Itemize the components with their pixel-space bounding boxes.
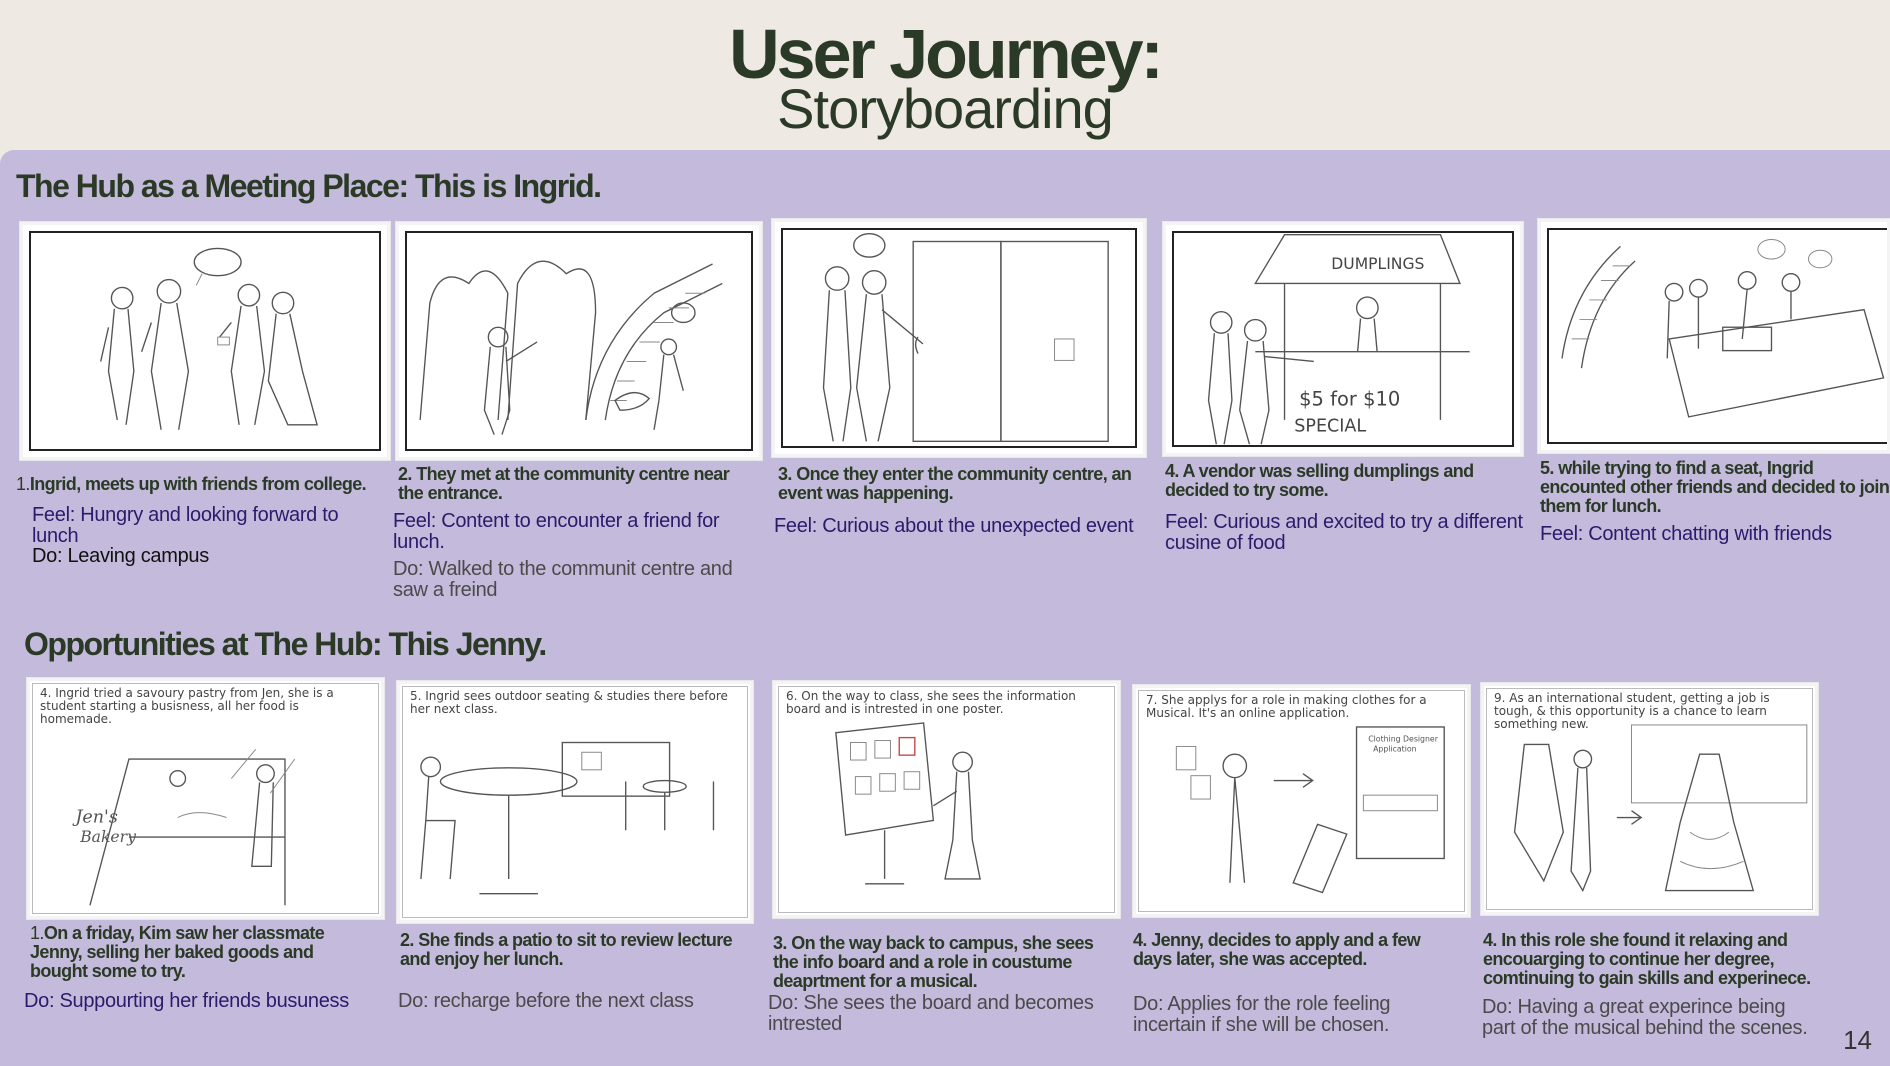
section-title-jenny: Opportunities at The Hub: This Jenny. bbox=[24, 626, 547, 662]
sketch-finding-seat bbox=[1561, 239, 1885, 418]
slide-subtitle: Storyboarding bbox=[777, 77, 1114, 140]
storyboard-frame-4: DUMPLINGS $5 for $10 SPECIAL bbox=[1163, 222, 1523, 456]
vendor-sign-text: DUMPLINGS bbox=[1331, 255, 1424, 273]
storyboard-frame-2 bbox=[396, 222, 762, 460]
do-note-7: Do: recharge before the next class bbox=[398, 990, 694, 1012]
sketch-note-7: 5. Ingrid sees outdoor seating & studies… bbox=[410, 689, 728, 716]
caption-6: 1.On a friday, Kim saw her classmate Jen… bbox=[30, 923, 325, 981]
storyboard-frame-3 bbox=[772, 219, 1146, 457]
feel-note-5: Feel: Content chatting with friends bbox=[1540, 523, 1832, 545]
do-note-6: Do: Suppourting her friends busuness bbox=[24, 990, 349, 1012]
sketch-costume-department bbox=[1513, 724, 1808, 893]
svg-text:Clothing Designer: Clothing Designer bbox=[1368, 735, 1438, 744]
caption-1: 1.Ingrid, meets up with friends from col… bbox=[16, 474, 367, 494]
do-note-2: Do: Walked to the communit centre and sa… bbox=[393, 558, 733, 601]
slide-header: User Journey: Storyboarding bbox=[0, 0, 1890, 150]
sketch-note-6: 4. Ingrid tried a savoury pastry from Je… bbox=[40, 686, 334, 726]
sketch-dumpling-vendor: DUMPLINGS $5 for $10 SPECIAL bbox=[1207, 234, 1470, 445]
slide-title: User Journey: bbox=[729, 15, 1164, 93]
svg-text:Application: Application bbox=[1373, 744, 1417, 753]
storyboard-frame-9: 7. She applys for a role in making cloth… bbox=[1133, 685, 1470, 917]
svg-text:Jen's: Jen's bbox=[72, 807, 118, 827]
caption-5: 5. while trying to find a seat, Ingrid e… bbox=[1540, 458, 1890, 516]
do-note-1: Do: Leaving campus bbox=[32, 545, 209, 567]
svg-text:Bakery: Bakery bbox=[79, 828, 136, 846]
do-note-10: Do: Having a great experince being part … bbox=[1482, 996, 1808, 1039]
feel-note-4: Feel: Curious and excited to try a diffe… bbox=[1165, 511, 1523, 554]
caption-9: 4. Jenny, decides to apply and a few day… bbox=[1133, 930, 1421, 969]
feel-note-1: Feel: Hungry and looking forward to lunc… bbox=[32, 504, 339, 547]
feel-note-3: Feel: Curious about the unexpected event bbox=[774, 515, 1134, 537]
sketch-friends-meeting bbox=[100, 247, 318, 430]
sketch-bakery: Jen's Bakery bbox=[72, 748, 296, 906]
sketch-info-board bbox=[835, 722, 981, 885]
caption-8: 3. On the way back to campus, she sees t… bbox=[773, 933, 1094, 991]
caption-3: 3. Once they enter the community centre,… bbox=[778, 464, 1132, 503]
storyboard-frame-5 bbox=[1538, 219, 1890, 453]
sketch-note-10: 9. As an international student, getting … bbox=[1494, 691, 1770, 731]
storyboard-frame-6: 4. Ingrid tried a savoury pastry from Je… bbox=[27, 678, 384, 919]
storyboard-frame-1 bbox=[20, 222, 390, 460]
storyboard-frame-10: 9. As an international student, getting … bbox=[1481, 683, 1818, 915]
sketch-patio bbox=[420, 741, 715, 895]
do-note-8: Do: She sees the board and becomes intre… bbox=[768, 992, 1094, 1035]
caption-2: 2. They met at the community centre near… bbox=[398, 464, 730, 503]
storyboard-frame-7: 5. Ingrid sees outdoor seating & studies… bbox=[397, 681, 753, 923]
sketch-note-9: 7. She applys for a role in making cloth… bbox=[1146, 693, 1427, 720]
sketch-event-doors bbox=[822, 233, 1109, 443]
sketch-note-8: 6. On the way to class, she sees the inf… bbox=[786, 689, 1076, 716]
caption-7: 2. She finds a patio to sit to review le… bbox=[400, 930, 733, 969]
feel-note-2: Feel: Content to encounter a friend for … bbox=[393, 510, 720, 553]
caption-10: 4. In this role she found it relaxing an… bbox=[1483, 930, 1811, 988]
vendor-price-text: $5 for $10 bbox=[1299, 387, 1400, 410]
do-note-9: Do: Applies for the role feeling incerta… bbox=[1133, 993, 1391, 1036]
vendor-special-text: SPECIAL bbox=[1294, 417, 1366, 437]
page-number: 14 bbox=[1843, 1025, 1872, 1055]
storyboard-frame-8: 6. On the way to class, she sees the inf… bbox=[773, 681, 1120, 918]
section-title-ingrid: The Hub as a Meeting Place: This is Ingr… bbox=[16, 168, 602, 204]
sketch-online-application: Clothing Designer Application bbox=[1175, 726, 1445, 894]
sketch-community-entrance bbox=[419, 260, 723, 435]
caption-4: 4. A vendor was selling dumplings and de… bbox=[1165, 461, 1474, 500]
